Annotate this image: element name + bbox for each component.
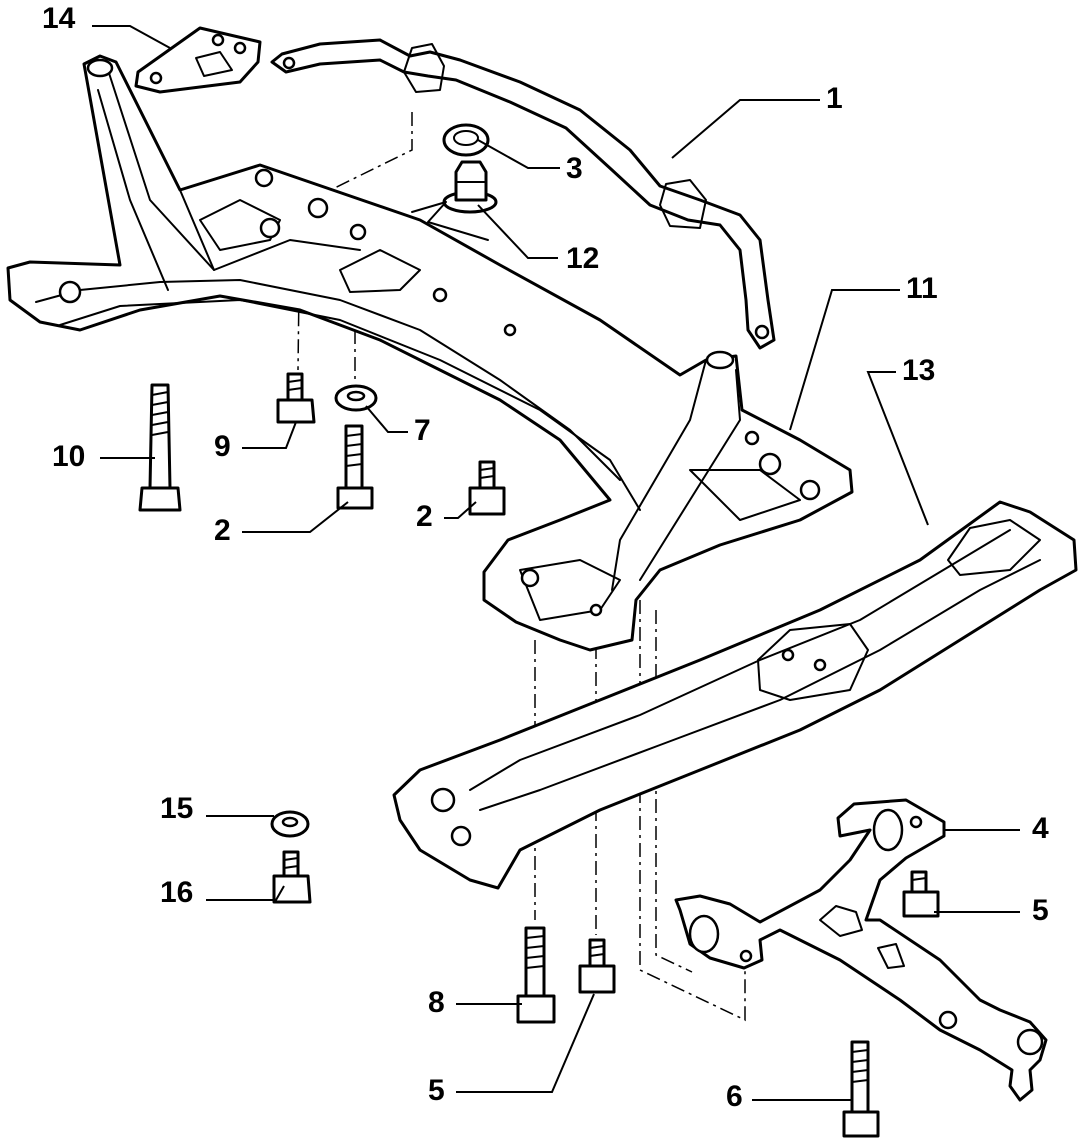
plug-part-12 <box>411 160 498 241</box>
bolt-part-8 <box>516 926 556 1024</box>
callout-8: 8 <box>428 986 445 1019</box>
stabilizer-bar-part-1 <box>270 38 776 350</box>
callout-11: 11 <box>906 272 938 305</box>
callout-13: 13 <box>902 354 935 387</box>
callout-numbers: 14 1 3 12 11 13 10 9 7 2 2 15 16 4 5 8 5… <box>42 2 1049 1113</box>
bolt-part-2-right <box>468 460 506 516</box>
bush-part-3 <box>442 123 490 157</box>
callout-6: 6 <box>726 1080 743 1113</box>
callout-3: 3 <box>566 152 583 185</box>
control-arm-part-4 <box>674 798 1048 1102</box>
callout-12: 12 <box>566 242 599 275</box>
bolt-part-5-lower <box>578 938 616 994</box>
bolt-part-2-left <box>336 424 374 510</box>
callout-14: 14 <box>42 2 76 35</box>
crossmember-part-13 <box>392 500 1078 890</box>
bracket-part-14 <box>134 26 262 94</box>
callout-7: 7 <box>414 414 431 447</box>
callout-5-right: 5 <box>1032 894 1049 927</box>
callout-1: 1 <box>826 82 843 115</box>
callout-16: 16 <box>160 876 193 909</box>
callout-15: 15 <box>160 792 193 825</box>
callout-9: 9 <box>214 430 231 463</box>
bolt-part-10 <box>138 383 182 512</box>
leader-lines <box>92 25 1020 1101</box>
callout-2-left: 2 <box>214 514 231 547</box>
callout-5-lower: 5 <box>428 1074 445 1107</box>
bolt-part-9 <box>276 372 316 424</box>
callout-10: 10 <box>52 440 85 473</box>
subframe-part-11 <box>6 54 854 652</box>
bolt-part-16 <box>272 850 312 904</box>
washer-part-7 <box>334 384 378 412</box>
callout-4: 4 <box>1032 812 1049 845</box>
bolt-part-5-upper <box>902 870 940 918</box>
callout-2-right: 2 <box>416 500 433 533</box>
bolt-part-6 <box>842 1040 880 1138</box>
washer-part-15 <box>270 810 310 838</box>
